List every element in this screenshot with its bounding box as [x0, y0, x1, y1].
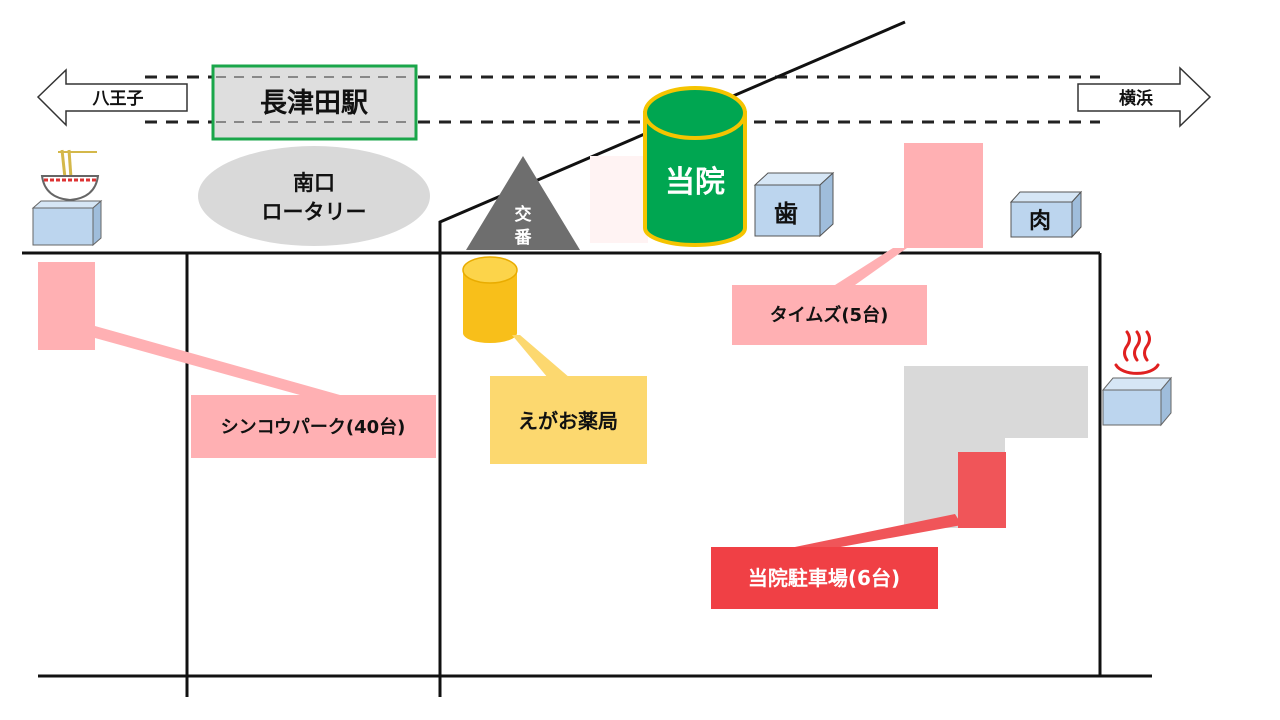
direction-label-yokohama: 横浜 [1119, 88, 1153, 109]
gray-l-building [904, 366, 1088, 528]
pharmacy-callout: えがお薬局 [490, 335, 647, 464]
direction-arrow-right: 横浜 [1077, 66, 1212, 128]
clinic-parking-label: 当院駐車場(6台) [748, 566, 900, 590]
clinic-cylinder-icon: 当院 [643, 86, 747, 247]
butcher-building: 肉 [1009, 190, 1083, 239]
shinko-park-label: シンコウパーク(40台) [221, 416, 406, 438]
faint-building [590, 156, 648, 243]
station-box: 長津田駅 [211, 64, 418, 141]
dentist-label: 歯 [774, 200, 798, 228]
direction-label-hachioji: 八王子 [93, 89, 144, 109]
direction-arrow-left: 八王子 [36, 68, 188, 127]
pharmacy-label: えがお薬局 [518, 409, 618, 433]
ramen-shop-icon [40, 149, 100, 202]
rotary-label-2: ロータリー [262, 200, 367, 224]
koban-label-1: 交 [515, 204, 532, 225]
ramen-building [31, 199, 103, 247]
clinic-label: 当院 [665, 165, 725, 200]
clinic-parking: 当院駐車場(6台) [711, 452, 1006, 609]
times-parking: タイムズ(5台) [732, 143, 983, 345]
dentist-building: 歯 [753, 171, 835, 238]
roads [22, 20, 1152, 697]
shinko-park: シンコウパーク(40台) [38, 262, 436, 458]
hot-spring-icon [1114, 330, 1160, 375]
butcher-label: 肉 [1029, 209, 1051, 234]
south-rotary: 南口 ロータリー [198, 146, 430, 246]
pharmacy-cylinder-icon [462, 256, 518, 343]
times-parking-label: タイムズ(5台) [770, 304, 889, 326]
hot-spring-building [1101, 376, 1173, 427]
rotary-label-1: 南口 [293, 171, 335, 195]
koban-label-2: 番 [514, 228, 533, 248]
police-box-icon: 交 番 [466, 156, 580, 250]
station-name: 長津田駅 [260, 88, 368, 119]
